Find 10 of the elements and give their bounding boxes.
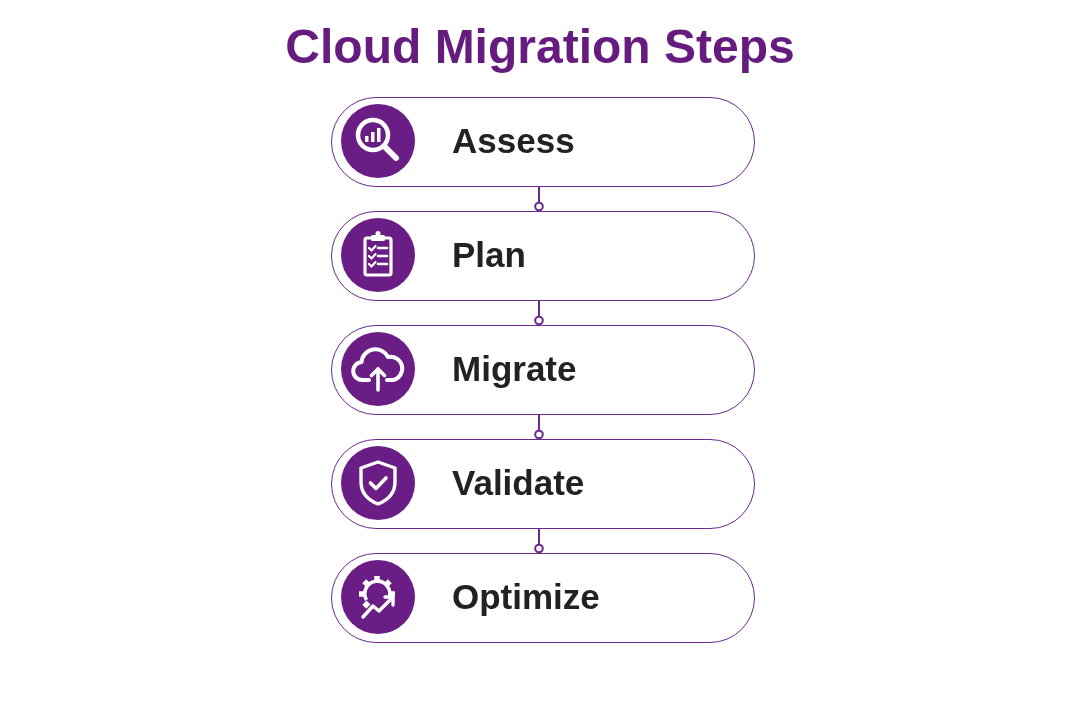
step-label: Optimize <box>452 576 600 619</box>
connector <box>534 528 544 554</box>
step-label: Plan <box>452 234 526 277</box>
step-label: Assess <box>452 120 575 163</box>
step-label: Validate <box>452 462 585 505</box>
step-label: Migrate <box>452 348 577 391</box>
connector <box>534 186 544 212</box>
connector <box>534 414 544 440</box>
title: Cloud Migration Steps <box>285 19 795 75</box>
connector <box>534 300 544 326</box>
